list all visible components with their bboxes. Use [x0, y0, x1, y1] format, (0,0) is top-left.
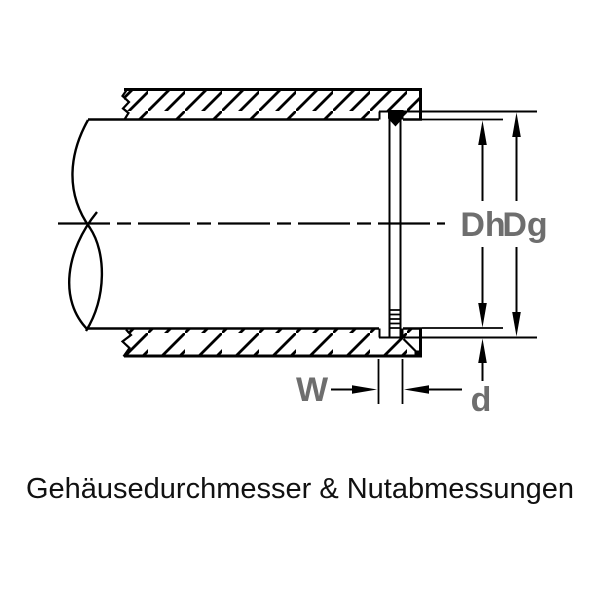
w-arrowhead-left-icon	[404, 385, 429, 394]
dimension-dg: Dg	[379, 110, 548, 339]
ring-section-top	[388, 110, 404, 127]
dg-arrowhead-up-icon	[512, 112, 521, 137]
bore-outline	[68, 118, 422, 332]
shaft-break-curve	[71, 119, 104, 332]
shaft-break-curve-2	[68, 211, 98, 331]
d-arrowhead-up-icon	[478, 338, 487, 363]
housing-bottom-bar-hatch	[124, 329, 421, 357]
dh-label: Dh	[460, 206, 505, 244]
housing-corner-mark	[414, 350, 421, 357]
ring-section-turns	[390, 309, 400, 329]
dh-arrowhead-down-icon	[478, 303, 487, 328]
w-label: W	[296, 371, 329, 409]
housing-break-edge-bottom-left	[120, 328, 133, 358]
dimension-w: W	[296, 359, 462, 409]
housing-break-edge-top-left	[121, 88, 131, 121]
w-arrowhead-right-icon	[352, 385, 377, 394]
dg-arrowhead-down-icon	[512, 312, 521, 337]
housing-top-bar-hatch	[124, 89, 421, 120]
housing-cross-section	[120, 88, 422, 358]
dh-arrowhead-up-icon	[478, 120, 487, 145]
diagram-caption: Gehäusedurchmesser & Nutabmessungen	[26, 473, 574, 505]
dimension-d: d	[471, 338, 492, 419]
dimension-dh: Dh	[422, 118, 506, 329]
dg-label: Dg	[502, 206, 547, 244]
d-label: d	[471, 381, 492, 419]
